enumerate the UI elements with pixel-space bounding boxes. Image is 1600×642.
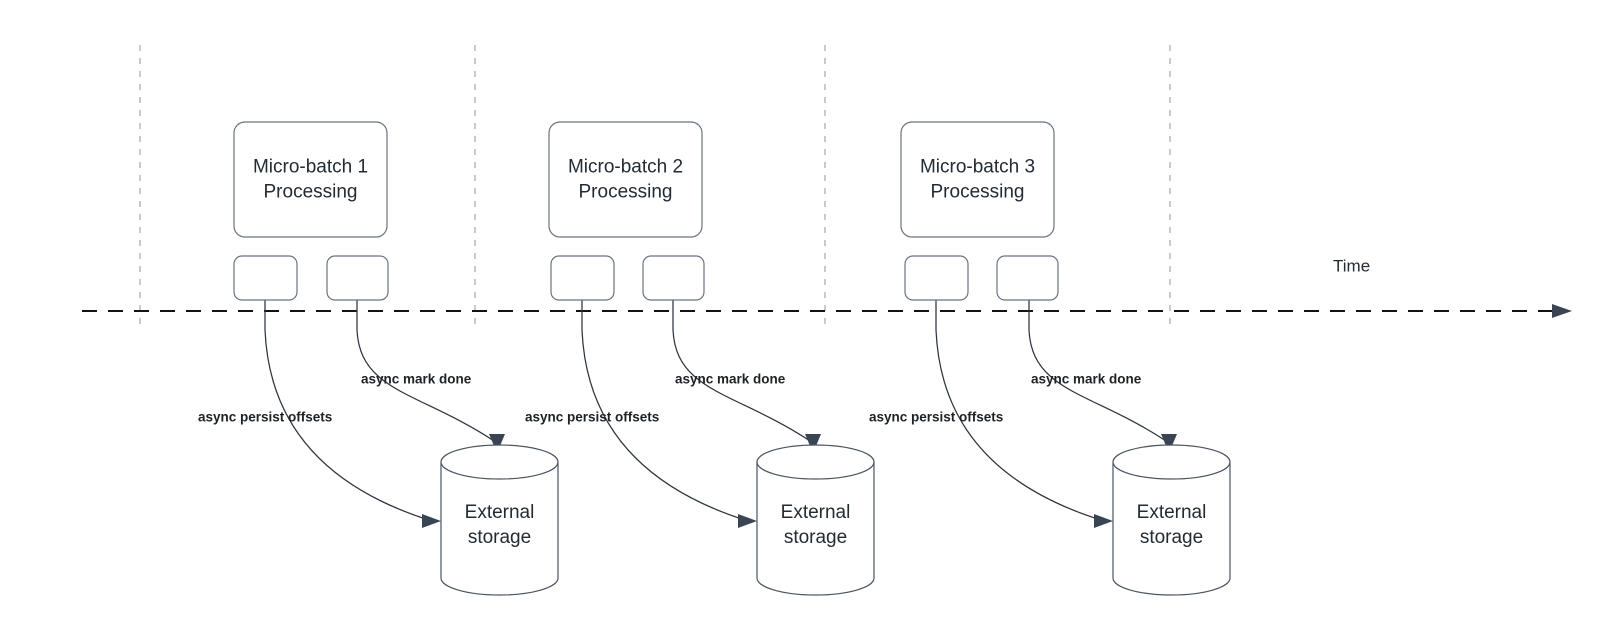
async-persist-offsets-arrowhead	[422, 514, 441, 528]
micro-batch-2-cylinder-body[interactable]	[756, 461, 875, 596]
async-persist-offsets-curve	[581, 329, 749, 522]
async-persist-offsets-label: async persist offsets	[525, 410, 659, 425]
micro-batch-3-persist-offsets-task[interactable]	[904, 255, 969, 301]
micro-batch-1-processing-box[interactable]: Micro-batch 1 Processing	[233, 121, 388, 238]
micro-batch-2-cylinder-top	[756, 444, 875, 480]
micro-batch-1-storage-label-line2: storage	[468, 527, 531, 548]
batch-group-1: async persist offsets async mark done Micr…	[198, 121, 559, 596]
micro-batch-3-title-line1: Micro-batch 3	[920, 157, 1035, 178]
micro-batch-2-external-storage[interactable]: External storage	[756, 444, 875, 596]
async-mark-done-edge: async mark done	[672, 300, 821, 453]
micro-batch-2-title-line2: Processing	[579, 182, 673, 203]
micro-batch-3-cylinder-body[interactable]	[1112, 461, 1231, 596]
micro-batch-1-persist-offsets-task[interactable]	[233, 255, 298, 301]
micro-batch-3-mark-done-task[interactable]	[996, 255, 1059, 301]
time-axis-arrowhead	[1552, 304, 1572, 318]
micro-batch-1-storage-label-line1: External	[465, 502, 535, 523]
micro-batch-2-processing-box-rect[interactable]	[548, 121, 703, 238]
micro-batch-3-processing-box-rect[interactable]	[900, 121, 1055, 238]
async-mark-done-curve	[672, 329, 811, 442]
async-persist-offsets-edge: async persist offsets	[198, 300, 441, 528]
async-mark-done-arrowhead	[805, 434, 821, 453]
async-mark-done-edge: async mark done	[1028, 300, 1177, 453]
time-axis: Time	[82, 256, 1572, 318]
micro-batch-1-cylinder-body[interactable]	[440, 461, 559, 596]
async-persist-offsets-arrowhead	[1094, 514, 1113, 528]
micro-batch-1-processing-box-rect[interactable]	[233, 121, 388, 238]
async-mark-done-label: async mark done	[361, 372, 472, 387]
micro-batch-3-external-storage[interactable]: External storage	[1112, 444, 1231, 596]
micro-batch-1-title-line2: Processing	[264, 182, 358, 203]
async-persist-offsets-curve	[935, 329, 1105, 522]
micro-batch-3-processing-box[interactable]: Micro-batch 3 Processing	[900, 121, 1055, 238]
async-mark-done-arrowhead	[1161, 434, 1177, 453]
async-persist-offsets-label: async persist offsets	[198, 410, 332, 425]
async-mark-done-edge: async mark done	[356, 300, 505, 453]
async-mark-done-curve	[356, 329, 495, 442]
micro-batch-3-storage-label-line1: External	[1137, 502, 1207, 523]
micro-batch-2-title-line1: Micro-batch 2	[568, 157, 683, 178]
time-axis-label: Time	[1333, 256, 1370, 275]
async-persist-offsets-edge: async persist offsets	[869, 300, 1113, 528]
micro-batch-1-cylinder-top	[440, 444, 559, 480]
async-mark-done-label: async mark done	[1031, 372, 1142, 387]
micro-batch-3-storage-label-line2: storage	[1140, 527, 1203, 548]
micro-batch-1-title-line1: Micro-batch 1	[253, 157, 368, 178]
batch-group-3: async persist offsets async mark done Micr…	[869, 121, 1231, 596]
micro-batch-2-processing-box[interactable]: Micro-batch 2 Processing	[548, 121, 703, 238]
async-persist-offsets-arrowhead	[738, 514, 757, 528]
async-persist-offsets-curve	[264, 329, 433, 522]
micro-batch-2-persist-offsets-task[interactable]	[550, 255, 615, 301]
micro-batch-3-title-line2: Processing	[931, 182, 1025, 203]
batch-group-2: async persist offsets async mark done Micr…	[525, 121, 875, 596]
micro-batch-1-mark-done-task[interactable]	[326, 255, 389, 301]
async-persist-offsets-label: async persist offsets	[869, 410, 1003, 425]
micro-batch-2-storage-label-line1: External	[781, 502, 851, 523]
async-mark-done-curve	[1028, 329, 1167, 442]
async-persist-offsets-edge: async persist offsets	[525, 300, 757, 528]
micro-batch-2-mark-done-task[interactable]	[642, 255, 705, 301]
micro-batch-1-external-storage[interactable]: External storage	[440, 444, 559, 596]
async-mark-done-arrowhead	[489, 434, 505, 453]
micro-batch-2-storage-label-line2: storage	[784, 527, 847, 548]
micro-batch-3-cylinder-top	[1112, 444, 1231, 480]
async-mark-done-label: async mark done	[675, 372, 786, 387]
